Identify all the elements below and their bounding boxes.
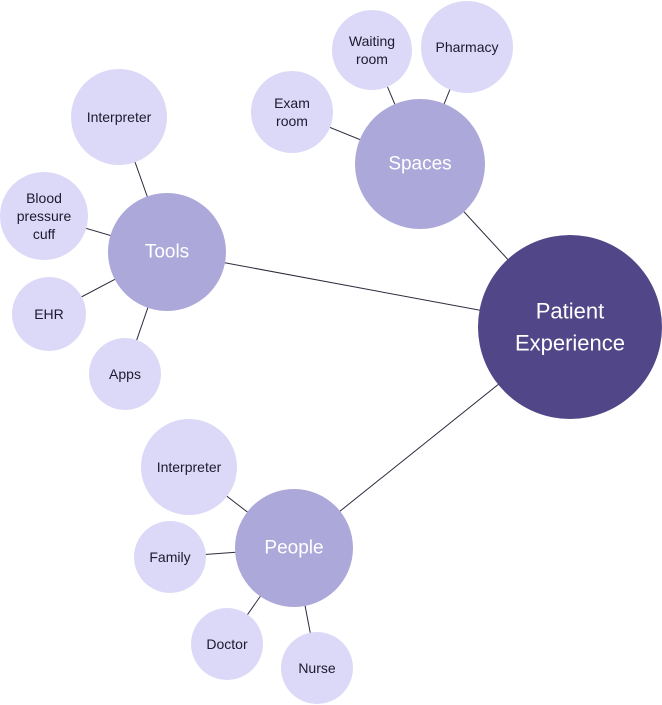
node-ehr: EHR — [12, 277, 86, 351]
node-label-interpreter-tool: Interpreter — [87, 109, 152, 125]
node-circle-blood-pressure-cuff — [0, 172, 88, 260]
node-circle-pharmacy — [421, 1, 513, 93]
node-label-doctor: Doctor — [206, 636, 248, 652]
node-circle-tools — [108, 193, 226, 311]
node-label-ehr: EHR — [34, 306, 64, 322]
node-circle-doctor — [191, 608, 263, 680]
node-family: Family — [134, 521, 206, 593]
node-waiting-room: Waiting room — [332, 10, 412, 90]
node-tools: Tools — [108, 193, 226, 311]
node-spaces: Spaces — [355, 99, 485, 229]
node-label-waiting-room: room — [356, 51, 388, 67]
node-label-spaces: Spaces — [388, 154, 451, 175]
node-label-exam-room: room — [276, 113, 308, 129]
node-label-apps: Apps — [109, 366, 141, 382]
node-circle-nurse — [281, 632, 353, 704]
node-label-nurse: Nurse — [298, 660, 336, 676]
node-label-family: Family — [149, 549, 190, 565]
node-label-patient-experience: Experience — [515, 331, 625, 356]
node-circle-interpreter-person — [141, 419, 237, 515]
node-circle-ehr — [12, 277, 86, 351]
node-label-tools: Tools — [145, 242, 189, 263]
node-label-patient-experience: Patient — [536, 299, 605, 324]
node-interpreter-person: Interpreter — [141, 419, 237, 515]
node-label-blood-pressure-cuff: cuff — [33, 226, 55, 242]
node-circle-waiting-room — [332, 10, 412, 90]
node-doctor: Doctor — [191, 608, 263, 680]
node-circle-family — [134, 521, 206, 593]
node-label-blood-pressure-cuff: Blood — [26, 190, 62, 206]
node-blood-pressure-cuff: Blood pressure cuff — [0, 172, 88, 260]
node-pharmacy: Pharmacy — [421, 1, 513, 93]
node-apps: Apps — [89, 338, 161, 410]
node-label-exam-room: Exam — [274, 95, 310, 111]
node-circle-spaces — [355, 99, 485, 229]
node-people: People — [235, 489, 353, 607]
node-circle-people — [235, 489, 353, 607]
node-circle-apps — [89, 338, 161, 410]
node-label-people: People — [264, 538, 323, 559]
node-label-pharmacy: Pharmacy — [435, 39, 498, 55]
node-circle-patient-experience — [478, 235, 662, 419]
node-circle-exam-room — [251, 71, 333, 153]
node-label-waiting-room: Waiting — [349, 33, 395, 49]
node-exam-room: Exam room — [251, 71, 333, 153]
node-interpreter-tool: Interpreter — [71, 69, 167, 165]
node-circle-interpreter-tool — [71, 69, 167, 165]
node-label-interpreter-person: Interpreter — [157, 459, 222, 475]
node-label-blood-pressure-cuff: pressure — [17, 208, 72, 224]
node-nurse: Nurse — [281, 632, 353, 704]
